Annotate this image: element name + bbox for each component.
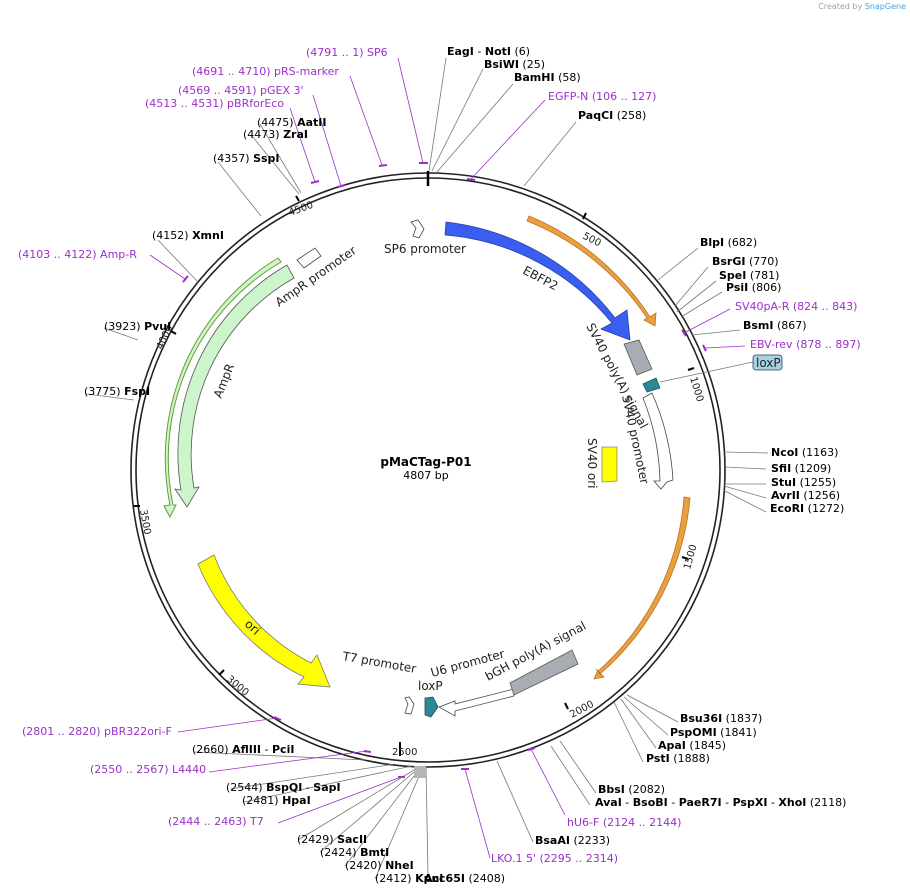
site-bmti[interactable]: (2424) BmtI [320, 846, 389, 859]
primer-sp6[interactable]: (4791 .. 1) SP6 [306, 46, 388, 59]
site-labels: EagI - NotI (6)BsiWI (25)BamHI (58) PaqCI… [84, 45, 846, 885]
site-aatii[interactable]: (4475) AatII [257, 116, 326, 129]
site-avrii[interactable]: AvrII (1256) [771, 489, 840, 502]
site-zrai[interactable]: (4473) ZraI [243, 128, 308, 141]
site-afliii[interactable]: (2660) AflIII - PciI [192, 743, 294, 756]
primer-labels: (4791 .. 1) SP6 (4691 .. 4710) pRS-marke… [18, 46, 861, 865]
tick-3500: 3500 [137, 509, 152, 536]
site-bamhi[interactable]: BamHI (58) [514, 71, 581, 84]
sv40-ori-box[interactable] [601, 446, 618, 483]
site-bbsi[interactable]: BbsI (2082) [598, 783, 665, 796]
primer-pgex-3[interactable]: (4569 .. 4591) pGEX 3' [178, 84, 304, 97]
site-bsmi[interactable]: BsmI (867) [743, 319, 807, 332]
primer-pbr322ori-f[interactable]: (2801 .. 2820) pBR322ori-F [22, 725, 172, 738]
site-bsaai[interactable]: BsaAI (2233) [535, 834, 610, 847]
plasmid-name: pMaCTag-P01 [380, 455, 471, 469]
sv40-polya-signal[interactable] [623, 339, 653, 376]
ebfp2-arrow[interactable] [444, 221, 631, 341]
site-sacii[interactable]: (2429) SacII [297, 833, 367, 846]
orange-feature-right[interactable] [593, 496, 691, 680]
primer-lko1-5[interactable]: LKO.1 5' (2295 .. 2314) [491, 852, 618, 865]
primer-ebv-rev[interactable]: EBV-rev (878 .. 897) [750, 338, 861, 351]
u6-promoter-arrow[interactable] [438, 688, 515, 717]
primer-pbrforeco[interactable]: (4513 .. 4531) pBRforEco [145, 97, 284, 110]
site-psii[interactable]: PsiI (806) [726, 281, 781, 294]
tick-1500: 1500 [682, 543, 699, 570]
mcs-cluster [414, 766, 426, 778]
plasmid-length: 4807 bp [403, 469, 448, 482]
site-sfii[interactable]: SfiI (1209) [771, 462, 831, 475]
site-pspomi[interactable]: PspOMI (1841) [670, 726, 757, 739]
ampr-promoter-arrow[interactable] [296, 247, 322, 269]
site-sspi[interactable]: (4357) SspI [213, 152, 280, 165]
site-eagi[interactable]: EagI - NotI (6) [447, 45, 530, 58]
bgh-polya-signal[interactable] [509, 649, 579, 696]
primer-connectors [149, 57, 746, 859]
green-feature-line[interactable] [163, 257, 282, 519]
site-paqci[interactable]: PaqCI (258) [578, 109, 646, 122]
loxp-top-tag [752, 354, 783, 371]
site-stui[interactable]: StuI (1255) [771, 476, 836, 489]
tick-3000: 3000 [224, 674, 251, 699]
tick-2500: 2500 [392, 747, 417, 758]
site-apai[interactable]: ApaI (1845) [658, 739, 726, 752]
site-bsiwi[interactable]: BsiWI (25) [484, 58, 545, 71]
tick-1000: 1000 [687, 376, 705, 404]
label-ampr: AmpR [211, 362, 237, 400]
ampr-arrow[interactable] [174, 264, 295, 508]
ori-arrow[interactable] [197, 554, 331, 688]
t7-promoter-arrow[interactable] [404, 696, 415, 715]
primer-hu6-f[interactable]: hU6-F (2124 .. 2144) [567, 816, 681, 829]
site-spei[interactable]: SpeI (781) [719, 269, 779, 282]
snapgene-credit: Created by SnapGene [818, 2, 906, 11]
tick-marks [134, 195, 695, 756]
label-loxp-top: loxP [756, 356, 781, 370]
site-ecori[interactable]: EcoRI (1272) [770, 502, 844, 515]
tick-labels: 500 1000 1500 2000 2500 3000 3500 4000 4… [137, 200, 705, 758]
site-fspi[interactable]: (3775) FspI [84, 385, 150, 398]
primer-amp-r[interactable]: (4103 .. 4122) Amp-R [18, 248, 137, 261]
sv40-promoter-arrow[interactable] [642, 392, 674, 490]
primer-t7[interactable]: (2444 .. 2463) T7 [168, 815, 264, 828]
label-sv40-polya: SV40 poly(A) signal [583, 321, 650, 431]
loxp-top-connector [659, 361, 754, 383]
site-ncoi[interactable]: NcoI (1163) [771, 446, 838, 459]
sp6-promoter-arrow[interactable] [410, 219, 425, 239]
label-loxp-bottom: loxP [418, 679, 443, 693]
site-nhei[interactable]: (2420) NheI [345, 859, 414, 872]
primer-prs-marker[interactable]: (4691 .. 4710) pRS-marker [192, 65, 339, 78]
label-sp6-promoter: SP6 promoter [384, 242, 466, 256]
site-bspqi[interactable]: (2544) BspQI - SapI [226, 781, 341, 794]
primer-l4440[interactable]: (2550 .. 2567) L4440 [90, 763, 206, 776]
label-sv40-ori: SV40 ori [585, 438, 599, 489]
snapgene-logo: SnapGene [864, 2, 906, 11]
site-psti[interactable]: PstI (1888) [646, 752, 710, 765]
label-t7-promoter: T7 promoter [340, 649, 417, 676]
site-kpni[interactable]: (2412) KpnI [375, 872, 443, 885]
site-avai[interactable]: AvaI - BsoBI - PaeR7I - PspXI - XhoI (21… [595, 796, 846, 809]
site-pvui[interactable]: (3923) PvuI [104, 320, 171, 333]
tick-4500: 4500 [287, 200, 315, 219]
site-acc65i[interactable]: Acc65I (2408) [424, 872, 505, 885]
primer-sv40pa-r[interactable]: SV40pA-R (824 .. 843) [735, 300, 857, 313]
loxp-top-arrow[interactable] [642, 377, 661, 393]
loxp-bottom-arrow[interactable] [424, 696, 439, 718]
primer-egfp-n[interactable]: EGFP-N (106 .. 127) [548, 90, 656, 103]
site-xmni[interactable]: (4152) XmnI [152, 229, 224, 242]
orange-feature-top[interactable] [526, 215, 657, 327]
site-bsu36i[interactable]: Bsu36I (1837) [680, 712, 762, 725]
site-hpai[interactable]: (2481) HpaI [242, 794, 311, 807]
site-connectors [85, 57, 769, 880]
site-blpi[interactable]: BlpI (682) [700, 236, 757, 249]
site-bsrgi[interactable]: BsrGI (770) [712, 255, 779, 268]
